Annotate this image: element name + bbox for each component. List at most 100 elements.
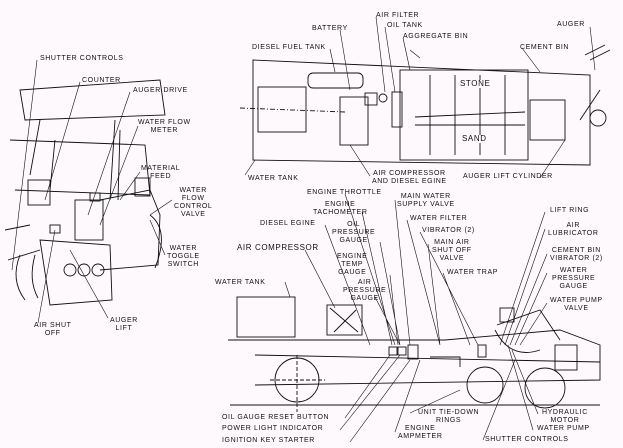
label-diesel-fuel-tank: DIESEL FUEL TANK: [252, 44, 326, 51]
label-water-trap: WATER TRAP: [447, 269, 498, 276]
label-water-pump: WATER PUMP: [537, 425, 590, 432]
label-line: SHUT OFF: [432, 247, 472, 254]
label-line: VALVE: [564, 305, 589, 312]
label-lift-ring: LIFT RING: [550, 207, 590, 214]
label-power-light-indicator: POWER LIGHT INDICATOR: [222, 425, 324, 432]
leader-lines: [11, 16, 596, 443]
label-line: PRESSURE: [343, 287, 387, 294]
label-sand: SAND: [462, 134, 487, 143]
label-auger: AUGER: [557, 21, 585, 28]
label-line: LIFT: [115, 325, 133, 332]
label-line: AND DIESEL EGINE: [372, 178, 447, 185]
label-line: SWITCH: [167, 261, 199, 268]
left-perspective-view: [4, 79, 166, 306]
label-line: TACHOMETER: [313, 209, 368, 216]
label-line: AMPMETER: [398, 433, 443, 440]
label-line: MOTOR: [550, 417, 580, 424]
label-vibrator: VIBRATOR (2): [422, 227, 475, 234]
label-line: FLOW: [181, 195, 205, 202]
top-plan-view: [239, 44, 611, 166]
label-water-tank-side: WATER TANK: [215, 279, 266, 286]
label-line: OIL: [347, 221, 361, 228]
label-diesel-egine: DIESEL EGINE: [260, 220, 316, 227]
label-line: LUBRICATOR: [548, 230, 599, 237]
label-aggregate-bin: AGGREGATE BIN: [403, 33, 469, 40]
label-auger-drive: AUGER DRIVE: [133, 87, 188, 94]
label-line: TOGGLE: [167, 253, 200, 260]
label-counter: COUNTER: [82, 77, 121, 84]
label-line: CEMENT BIN: [551, 247, 601, 254]
label-line: GAUGE: [350, 295, 379, 302]
label-battery: BATTERY: [312, 25, 348, 32]
label-line: GAUGE: [339, 237, 368, 244]
label-line: ENGINE: [325, 201, 356, 208]
label-line: SUPPLY VALVE: [397, 201, 455, 208]
label-line: ENGINE: [337, 253, 368, 260]
label-line: AIR SHUT: [34, 322, 72, 329]
label-line: FEED: [150, 173, 172, 180]
label-water-filter: WATER FILTER: [410, 215, 468, 222]
label-air-compressor: AIR COMPRESSOR: [237, 243, 319, 252]
label-engine-throttle: ENGINE THROTTLE: [307, 189, 382, 196]
label-line: AUGER: [110, 317, 138, 324]
label-shutter-controls-side: SHUTTER CONTROLS: [485, 436, 569, 443]
label-line: MAIN AIR: [434, 239, 470, 246]
label-line: OFF: [44, 330, 61, 337]
label-line: METER: [150, 127, 179, 134]
label-line: AIR COMPRESSOR: [373, 170, 446, 177]
label-line: VALVE: [439, 255, 465, 262]
label-line: WATER: [179, 187, 207, 194]
label-water-tank-top: WATER TANK: [248, 175, 299, 182]
label-line: VIBRATOR (2): [550, 255, 603, 262]
label-auger-lift-cylinder: AUGER LIFT CYLINDER: [463, 173, 553, 180]
label-line: ENGINE: [405, 425, 436, 432]
label-line: WATER: [559, 267, 588, 274]
label-stone: STONE: [460, 79, 491, 88]
label-line: VALVE: [180, 211, 206, 218]
label-line: AIR: [357, 279, 372, 286]
label-line: CONTROL: [174, 203, 213, 210]
label-line: UNIT TIE-DOWN: [418, 409, 480, 416]
label-line: MAIN WATER: [400, 193, 451, 200]
label-shutter-controls: SHUTTER CONTROLS: [40, 55, 124, 62]
label-oil-tank: OIL TANK: [387, 22, 423, 29]
label-line: PRESSURE: [332, 229, 376, 236]
label-ignition-key-starter: IGNITION KEY STARTER: [222, 437, 315, 444]
label-oil-gauge-reset-button: OIL GAUGE RESET BUTTON: [222, 414, 330, 421]
label-line: RINGS: [436, 417, 462, 424]
side-elevation-view: [228, 296, 601, 412]
label-line: WATER PUMP: [550, 297, 603, 304]
label-air-filter: AIR FILTER: [376, 12, 420, 19]
label-cement-bin: CEMENT BIN: [520, 44, 570, 51]
label-line: WATER: [169, 245, 198, 252]
label-line: GAUGE: [559, 283, 588, 290]
label-line: AIR: [566, 222, 580, 229]
label-line: GAUGE: [338, 269, 367, 276]
label-line: MATERIAL: [141, 165, 181, 172]
label-line: WATER FLOW: [138, 119, 191, 126]
label-line: PRESSURE: [552, 275, 596, 282]
label-line: HYDRAULIC: [542, 409, 588, 416]
